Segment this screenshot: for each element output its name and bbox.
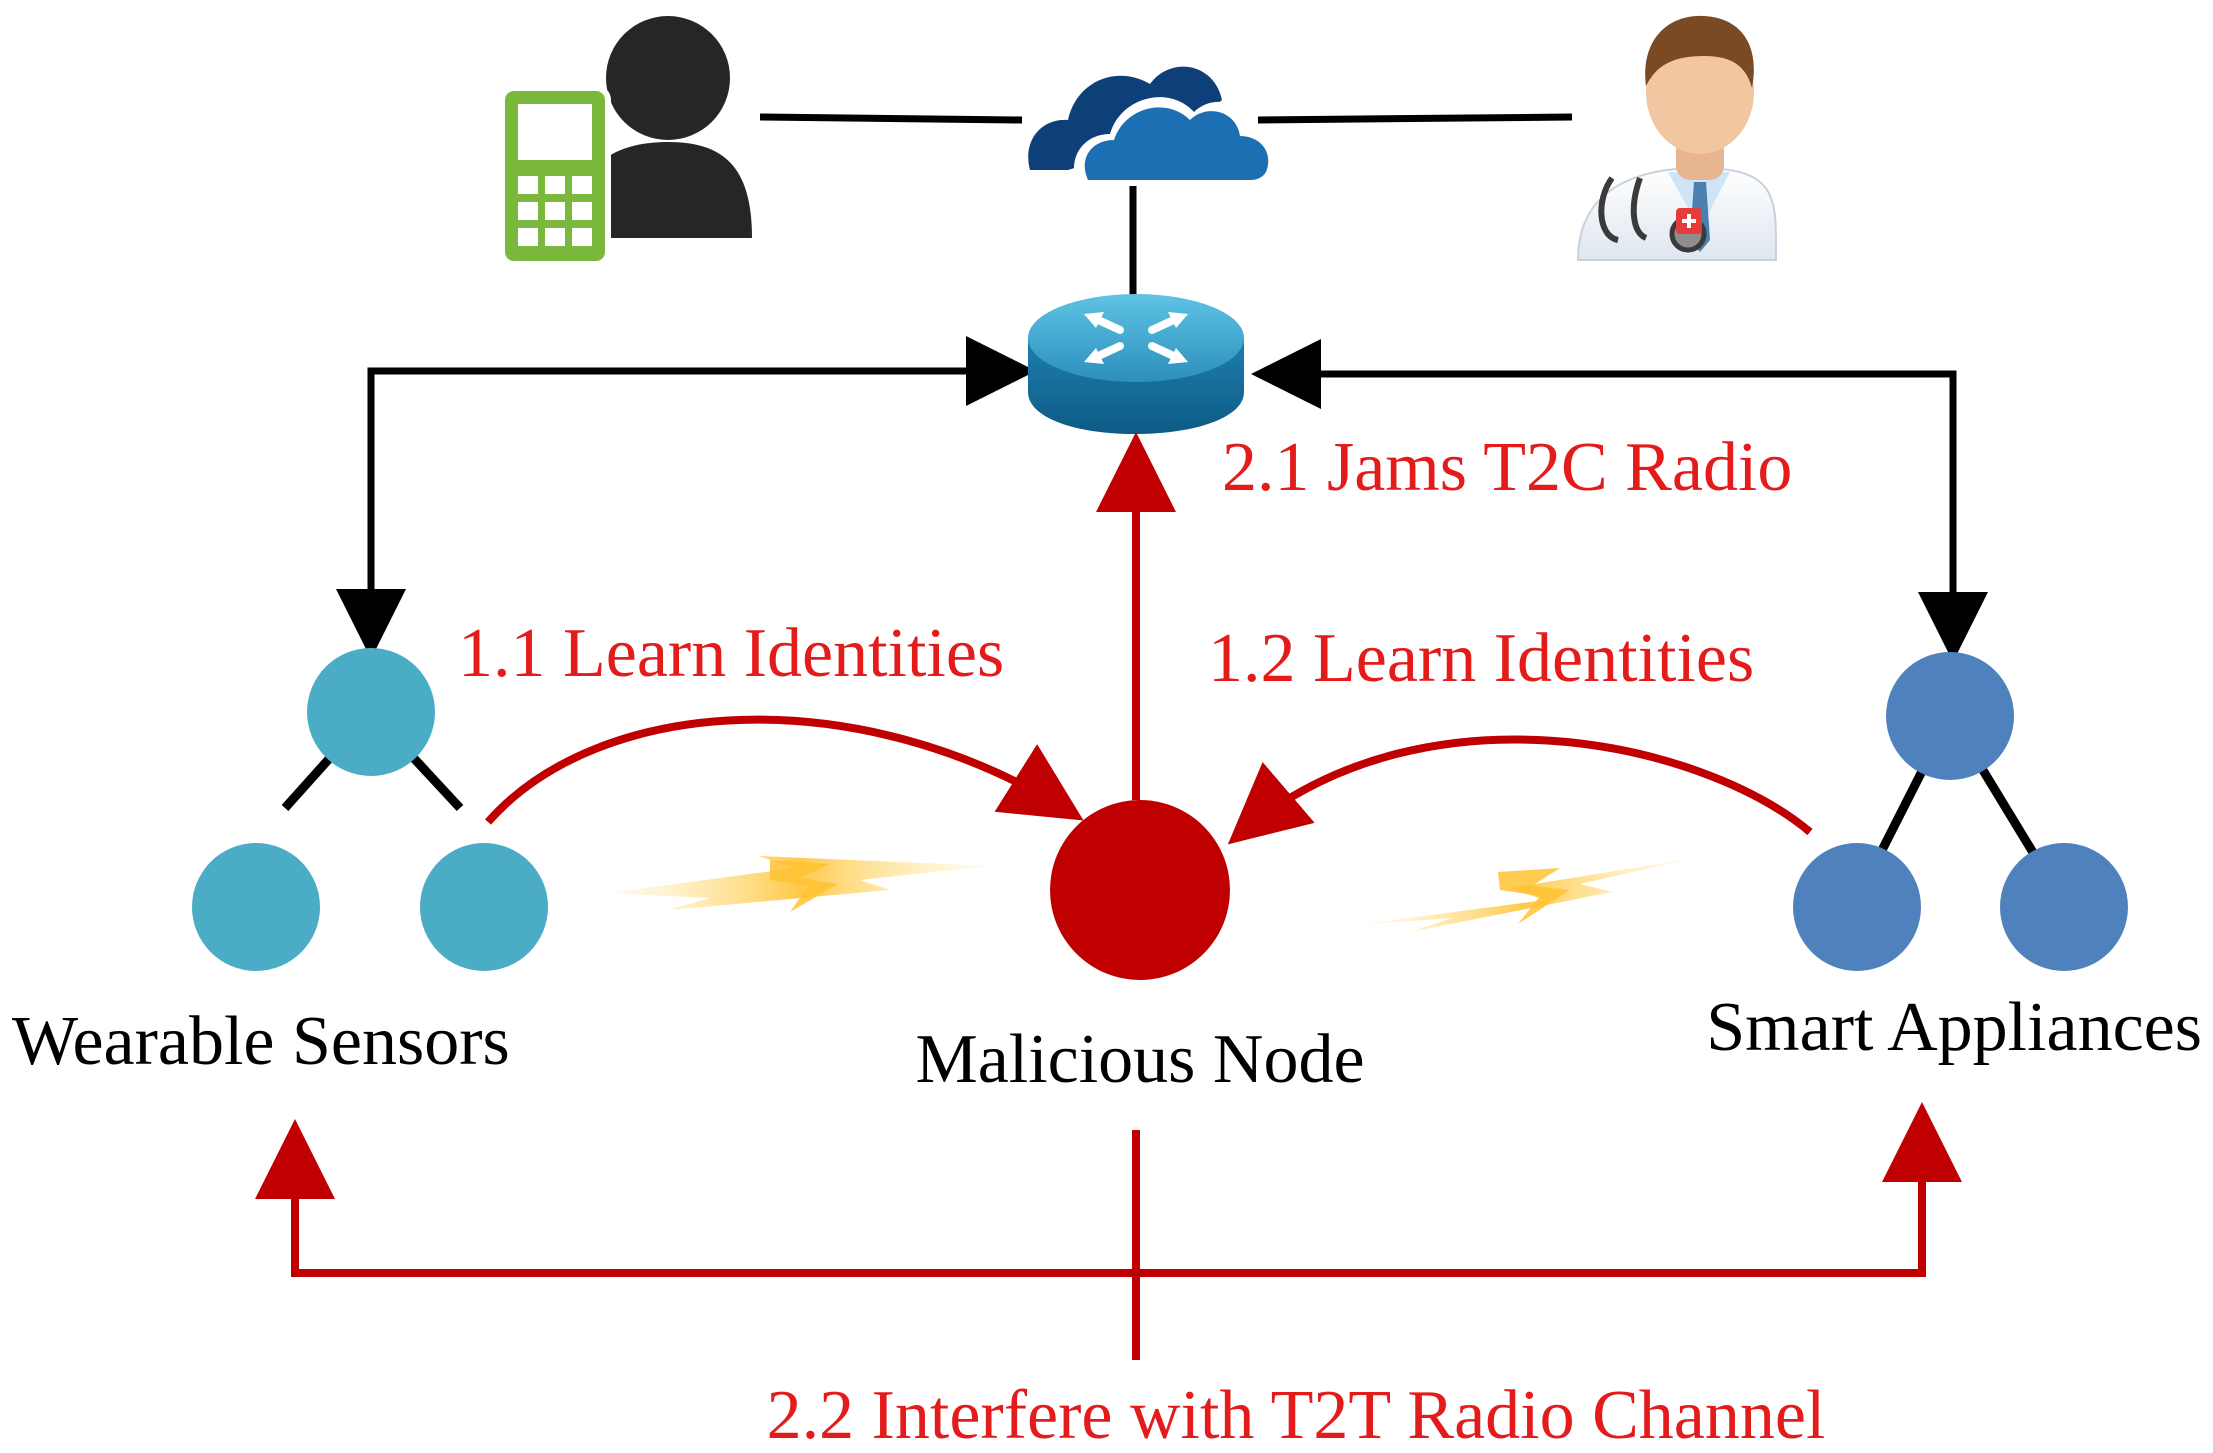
lightning-bolt-icon-right <box>1355 858 1695 932</box>
wearable-node-top <box>307 648 435 776</box>
wearable-sensors-label: Wearable Sensors <box>12 1003 510 1080</box>
wearable-sensors-cluster <box>192 648 548 971</box>
link-router-wearable <box>336 367 1022 659</box>
link-cloud-doctor <box>1257 113 1573 124</box>
appliance-node-left <box>1793 843 1921 971</box>
interfere-t2t-label: 2.2 Interfere with T2T Radio Channel <box>767 1377 1826 1453</box>
learn-identities-left-label: 1.1 Learn Identities <box>458 615 1004 692</box>
router-icon <box>1028 294 1244 434</box>
link-router-appliances <box>1265 370 1988 662</box>
interfere-arrow-appliances <box>1136 1102 1962 1277</box>
appliance-node-top <box>1886 652 2014 780</box>
link-user-cloud <box>759 113 1023 124</box>
phone-user-icon <box>499 16 752 267</box>
malicious-node <box>1050 800 1230 980</box>
appliance-node-right <box>2000 843 2128 971</box>
cloud-icon <box>1028 66 1283 186</box>
lightning-bolt-icon <box>608 856 990 912</box>
interfere-arrow-wearable <box>255 1119 1136 1277</box>
wearable-node-left <box>192 843 320 971</box>
doctor-icon <box>1576 15 1778 261</box>
wearable-node-right <box>420 843 548 971</box>
attack-arrows <box>255 432 1962 1360</box>
smart-appliances-label: Smart Appliances <box>1706 989 2202 1066</box>
router-links <box>336 336 1988 662</box>
jams-t2c-label: 2.1 Jams T2C Radio <box>1222 429 1792 506</box>
top-links <box>759 113 1573 315</box>
learn-identities-arrow-left <box>485 715 1084 825</box>
learn-identities-arrow-right <box>1227 735 1813 845</box>
malicious-node-label: Malicious Node <box>915 1021 1364 1098</box>
learn-identities-right-label: 1.2 Learn Identities <box>1208 620 1754 697</box>
smart-appliances-cluster <box>1793 652 2128 971</box>
